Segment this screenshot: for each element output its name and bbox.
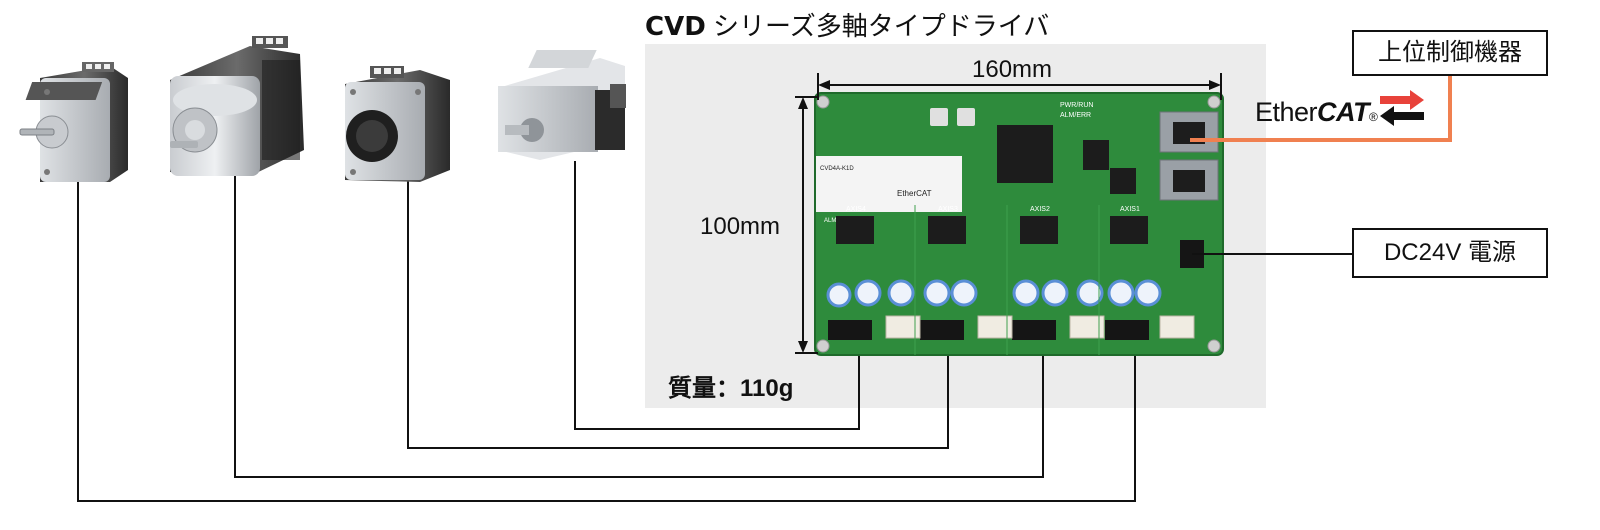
cable-motor-1	[77, 180, 1136, 502]
cable-motor-2	[234, 176, 1044, 478]
title-rest: シリーズ多軸タイプドライバ	[705, 11, 1050, 41]
ethercat-logo: EtherCAT®	[1255, 97, 1378, 128]
slide-actuator-4	[498, 50, 626, 160]
cable-motor-3	[407, 176, 949, 449]
mass-label: 質量：110g	[668, 375, 794, 402]
ethercat-logo-mark: ®	[1369, 110, 1378, 124]
ethercat-logo-arrows	[1380, 90, 1424, 126]
pcb-model-text: CVD4A-K1D	[820, 166, 854, 172]
cable-motor-4	[574, 161, 860, 430]
height-dimension-arrow	[795, 96, 818, 354]
height-dimension-label: 100mm	[700, 213, 781, 240]
led-label-alm: ALM/ERR	[1060, 112, 1091, 119]
capacitors	[826, 279, 1162, 308]
driver-pcb	[814, 92, 1224, 356]
stepper-motor-1	[19, 62, 128, 182]
axis-label-4: AXIS4	[846, 206, 866, 213]
ethercat-connection-line	[1190, 75, 1452, 142]
width-dimension-arrow	[817, 73, 1222, 100]
ethercat-logo-ether: Ether	[1255, 97, 1318, 127]
axis-label-2: AXIS2	[1030, 206, 1050, 213]
alm-label: ALM	[824, 218, 836, 224]
led-label-pwr: PWR/RUN	[1060, 102, 1093, 109]
ethercat-logo-cat: CAT	[1317, 97, 1370, 127]
power-supply-box: DC24V 電源	[1352, 228, 1548, 278]
pcb-ecat-text: EtherCAT	[897, 189, 932, 198]
width-dimension-label: 160mm	[972, 56, 1053, 83]
motor-cables	[77, 161, 1136, 502]
geared-motor-2	[170, 36, 304, 176]
title-series-name: CVD	[645, 12, 706, 42]
host-controller-box: 上位制御機器	[1352, 30, 1548, 76]
axis-label-3: AXIS3	[938, 206, 958, 213]
axis-label-1: AXIS1	[1120, 206, 1140, 213]
diagram-title: CVD シリーズ多軸タイプドライバ	[645, 6, 1049, 43]
encoder-motor-3	[345, 66, 450, 182]
